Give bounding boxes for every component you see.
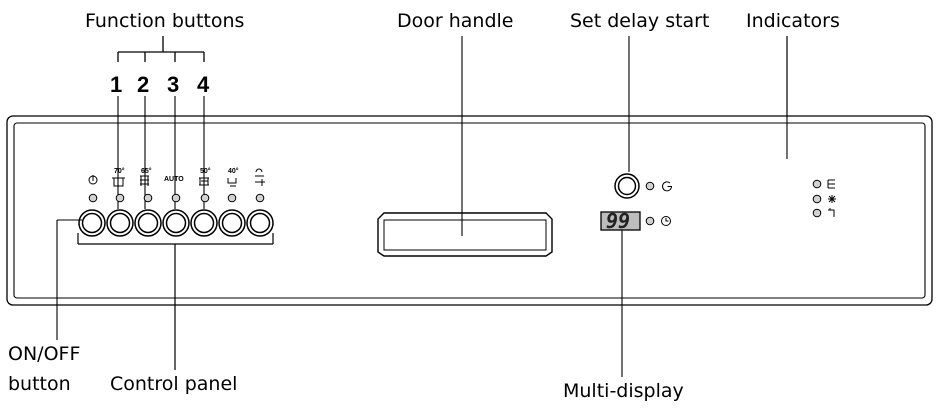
temp-40-label: 40°	[228, 167, 239, 175]
door-handle-label: Door handle	[397, 10, 514, 32]
program-button-2[interactable]	[134, 209, 162, 237]
panel-outer-frame	[6, 115, 933, 306]
function-number-2: 2	[137, 72, 149, 97]
function-buttons-label: Function buttons	[85, 10, 244, 32]
tap-indicator-light	[812, 208, 822, 218]
indicator-light-50	[200, 193, 210, 203]
indicator-light-auto	[171, 193, 181, 203]
on-off-leader	[56, 219, 82, 340]
function-number-1: 1	[110, 72, 122, 97]
function-buttons-bracket	[117, 36, 205, 62]
function-number-3: 3	[167, 72, 179, 97]
half-load-icon	[255, 168, 265, 186]
salt-icon	[827, 179, 835, 189]
tap-icon	[828, 208, 835, 217]
power-icon	[88, 175, 98, 185]
set-delay-start-label: Set delay start	[570, 10, 709, 32]
indicator-light-40	[227, 193, 237, 203]
program-button-5[interactable]	[218, 209, 246, 237]
pot-icon	[112, 177, 125, 187]
delay-clock-icon	[662, 181, 673, 192]
rinse-aid-indicator-light	[812, 194, 822, 204]
salt-indicator-light	[812, 179, 822, 189]
indicator-light-65	[143, 193, 153, 203]
program-button-3[interactable]	[162, 209, 190, 237]
control-panel-label: Control panel	[110, 373, 237, 395]
indicator-light-70	[115, 193, 125, 203]
indicator-light-power	[88, 193, 98, 203]
status-indicator-lights	[812, 179, 822, 218]
dishes-icon	[140, 175, 149, 186]
program-button-1[interactable]	[106, 209, 134, 237]
door-handle[interactable]	[377, 212, 553, 257]
on-off-button[interactable]	[78, 209, 106, 237]
time-clock-icon	[661, 216, 671, 226]
multi-display: 99	[600, 209, 641, 233]
rinse-aid-icon	[828, 195, 836, 203]
temp-70-label: 70°	[114, 167, 125, 175]
delay-indicator-light	[645, 181, 655, 191]
temp-65-label: 65°	[141, 167, 152, 175]
multi-display-label: Multi-display	[563, 380, 684, 402]
time-indicator-light	[645, 216, 655, 226]
function-leader-lines-inner	[117, 116, 205, 209]
on-off-label-line2: button	[8, 373, 71, 395]
glass-icon	[199, 177, 209, 186]
display-value: 99	[606, 209, 630, 233]
indicators-label: Indicators	[746, 10, 840, 32]
indicator-light-half-load	[255, 193, 265, 203]
control-panel-bracket	[77, 233, 274, 370]
panel-inner-frame	[13, 122, 926, 299]
temp-50-label: 50°	[200, 167, 211, 175]
program-indicator-lights	[88, 193, 265, 203]
rinse-icon	[227, 178, 237, 187]
delay-start-button[interactable]	[614, 173, 640, 199]
function-number-4: 4	[197, 72, 210, 97]
on-off-label-line1: ON/OFF	[8, 343, 80, 365]
auto-label: AUTO	[164, 176, 184, 183]
program-button-4[interactable]	[190, 209, 218, 237]
program-button-6[interactable]	[246, 209, 274, 237]
